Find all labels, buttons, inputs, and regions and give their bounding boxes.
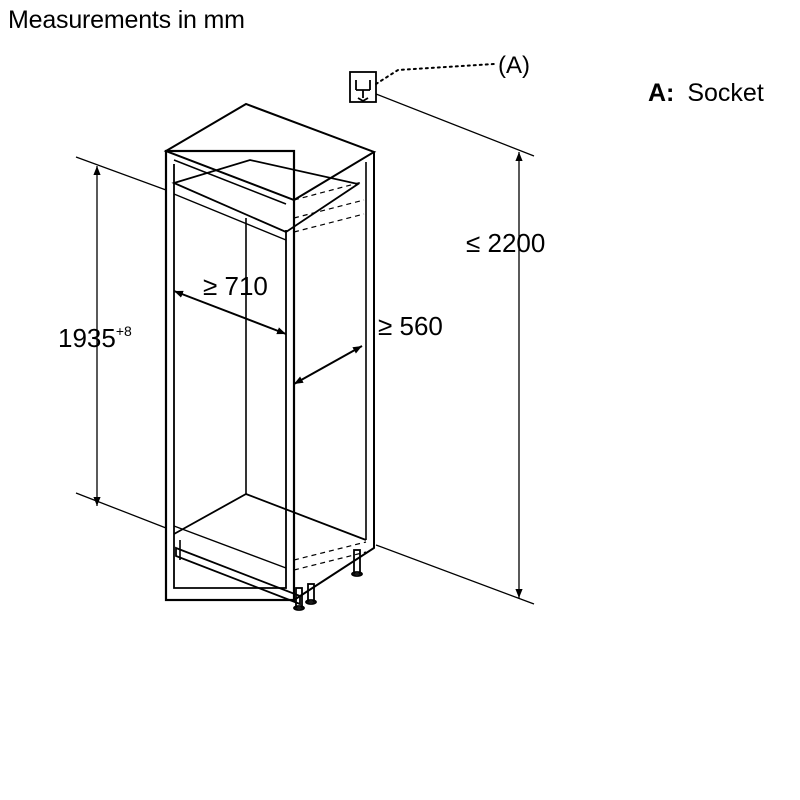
cabinet-feet [293, 549, 363, 611]
depth-dimension [293, 345, 363, 385]
height-tolerance: +8 [116, 323, 132, 339]
legend-key: A: [648, 79, 674, 107]
legend-text: Socket [687, 79, 763, 107]
socket-leader [375, 63, 495, 85]
max-height-label: ≤ 2200 [466, 228, 545, 258]
cabinet-upper-opening [171, 159, 361, 234]
cabinet-front-frame [164, 149, 296, 602]
height-dimension [75, 156, 167, 529]
cabinet-plinth [175, 546, 301, 606]
cabinet-niche [163, 102, 377, 611]
legend: A: Socket [648, 79, 764, 107]
max-height-dimension [375, 93, 535, 605]
cabinet-right-side [293, 152, 375, 601]
width-label: ≥ 710 [203, 271, 268, 301]
depth-label: ≥ 560 [378, 311, 443, 341]
height-value: 1935 [58, 323, 116, 353]
socket-icon [349, 71, 377, 103]
height-label: 1935+8 [58, 323, 132, 353]
socket-callout: (A) [498, 52, 530, 79]
width-dimension [173, 290, 287, 335]
cabinet-front-opening [173, 164, 287, 589]
page-title: Measurements in mm [8, 6, 245, 34]
